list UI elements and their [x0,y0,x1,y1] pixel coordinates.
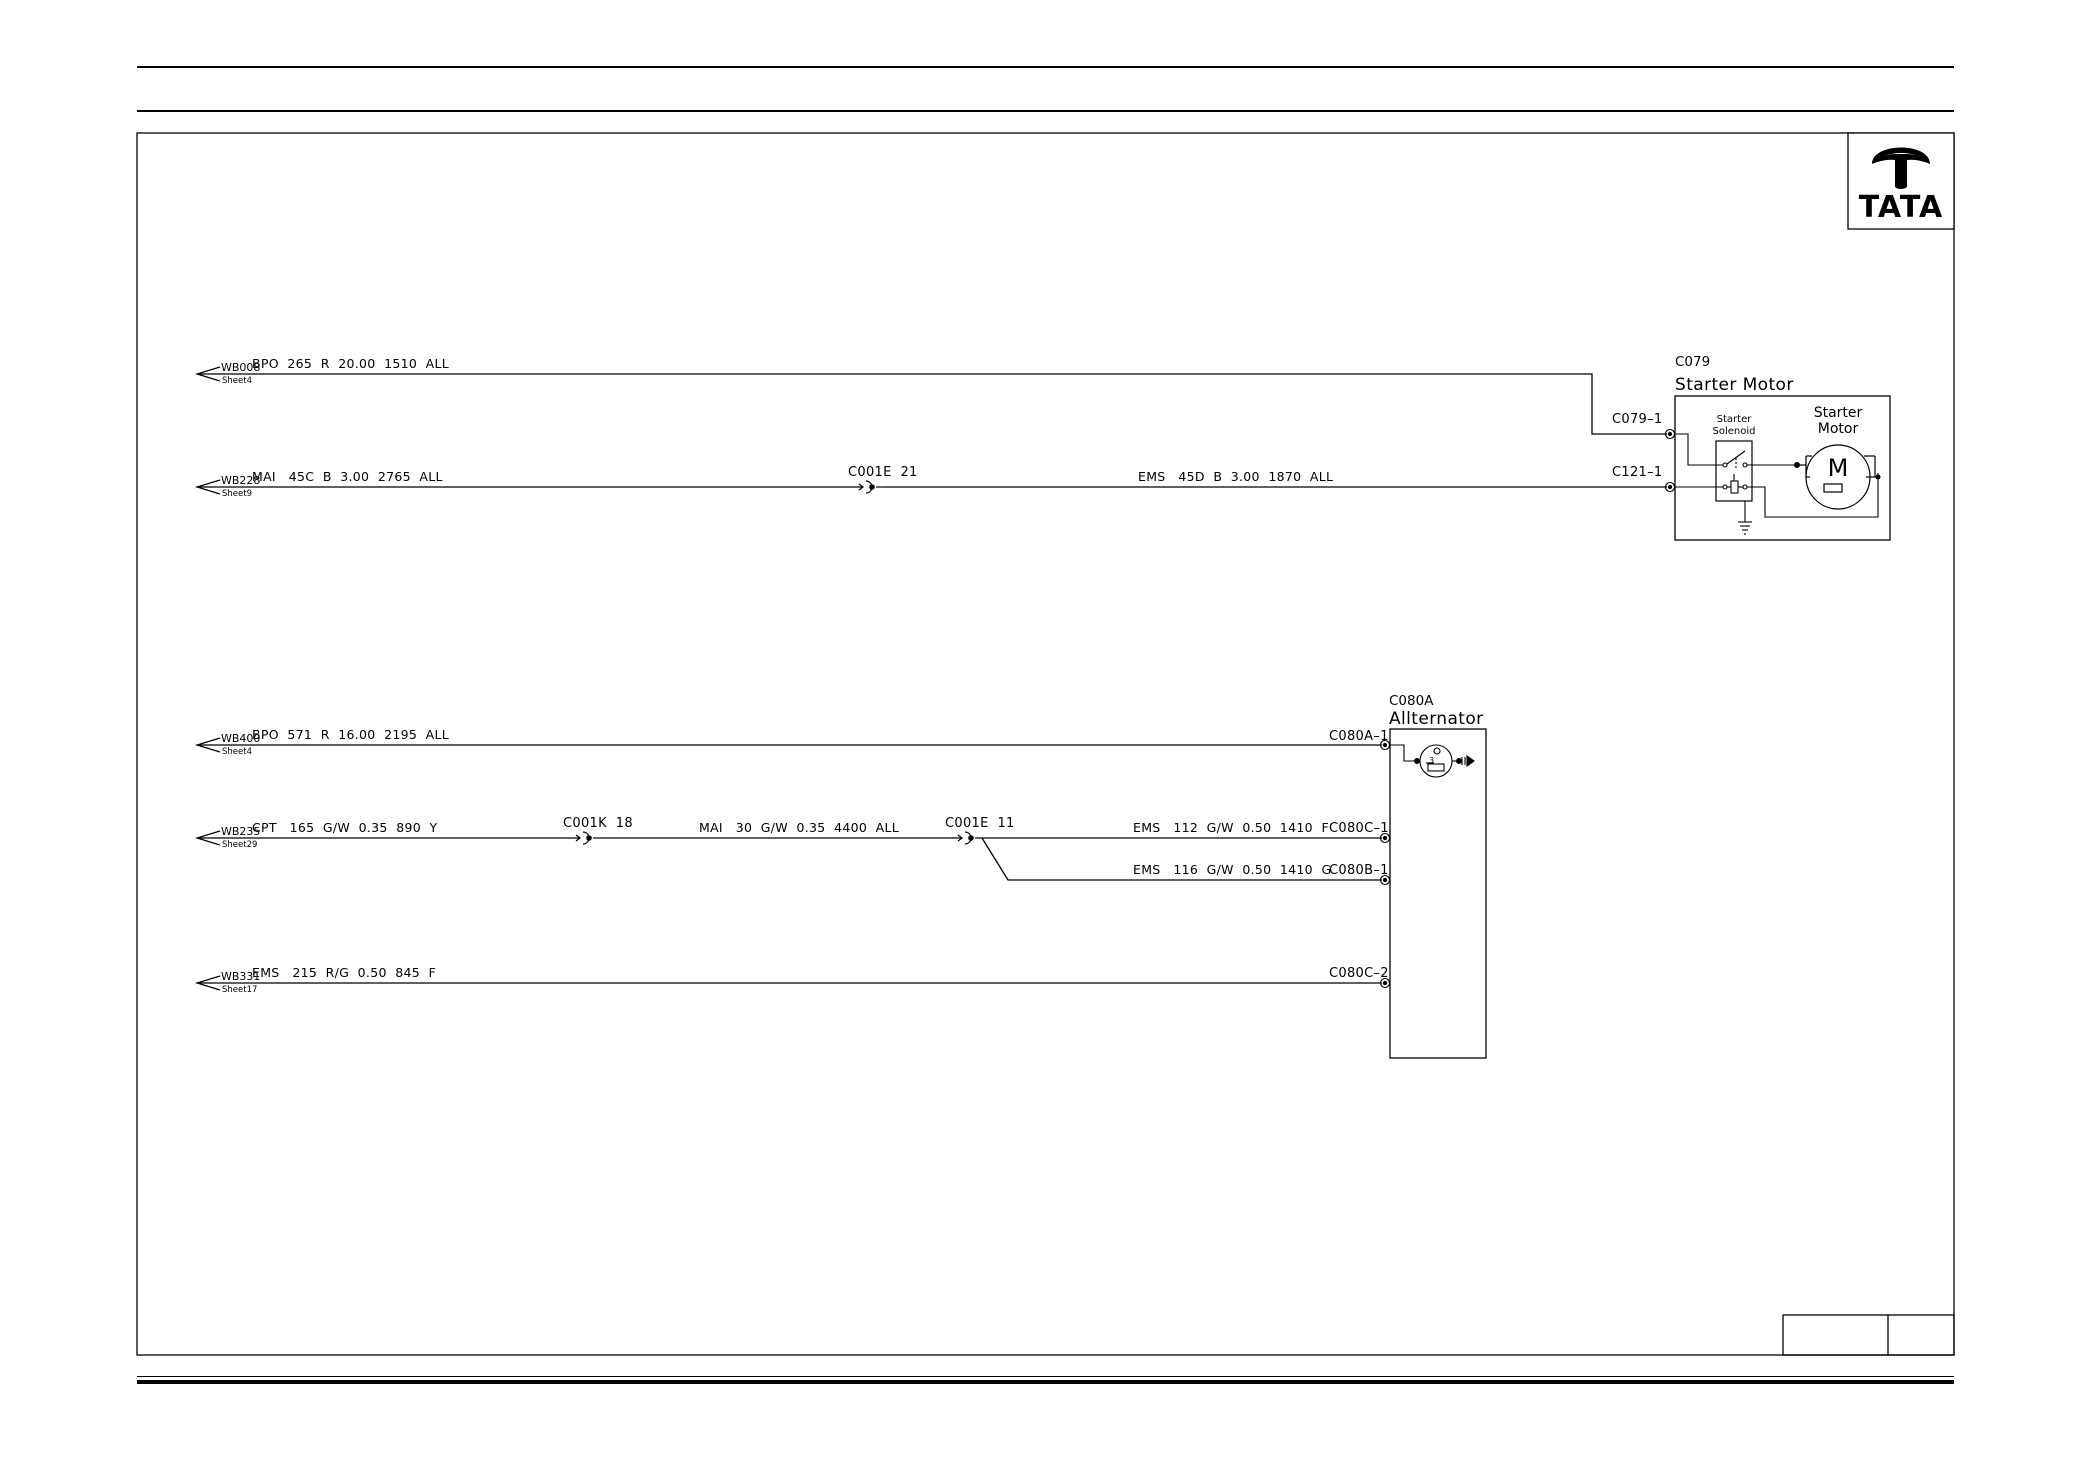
tata-logo: TATA [1847,132,1955,230]
title-block [1782,1314,1955,1356]
starter-motor-symbol [1798,444,1878,510]
alternator-component-name: Allternator [1389,709,1484,729]
wire-label-ems-112: EMS 112 G/W 0.50 1410 F [1133,820,1329,835]
alternator-phase-mark: 3 [1429,756,1434,765]
header-rule-top [137,66,1954,68]
wire-label-ems-116: EMS 116 G/W 0.50 1410 G [1133,862,1331,877]
solenoid-label-line2: Solenoid [1713,426,1756,437]
starter-component-id: C079 [1675,354,1710,370]
wire-label-cpt-165: CPT 165 G/W 0.35 890 Y [252,820,438,835]
footer-rule-thin [137,1376,1954,1377]
pin-c080b-1: C080B–1 [1329,863,1389,878]
alternator-box [1389,728,1487,1059]
pin-c080c-2: C080C–2 [1329,966,1389,981]
inline-connector-c001e-11: C001E 11 [945,816,1015,831]
starter-solenoid-box [1715,440,1753,502]
sheet-ref-wb331: WB331 [221,970,260,983]
alternator-component-id: C080A [1389,693,1434,709]
starter-motor-box [1674,395,1891,541]
pin-c079-1: C079–1 [1612,412,1662,427]
solenoid-label-line1: Starter [1717,414,1753,425]
wires [247,373,1667,984]
wire-label-mai-30: MAI 30 G/W 0.35 4400 ALL [699,820,899,835]
inline-connector-c001e-21: C001E 21 [848,465,918,480]
alternator-symbol [1390,744,1475,778]
motor-symbol-letter: M [1828,454,1849,482]
wire-bpo-265 [247,373,1667,435]
pin-c121-1: C121–1 [1612,465,1662,480]
sheet-ref-arrows [194,366,247,991]
wire-label-mai-45c: MAI 45C B 3.00 2765 ALL [252,469,443,484]
inline-connector-symbols [575,480,982,845]
sheet-ref-wb400: WB400 [221,732,260,745]
footer-rule-thick [137,1380,1954,1384]
brand-wordmark: TATA [1859,190,1943,225]
wire-ems-116 [981,837,1382,881]
sheet-ref-wb331-sheet: Sheet17 [222,985,257,995]
wire-label-bpo-571: BPO 571 R 16.00 2195 ALL [252,727,449,742]
sheet-ref-wb228-sheet: Sheet9 [222,489,252,499]
solenoid-internals [1675,433,1879,535]
header-rule-bottom [137,110,1954,112]
motor-terminal-dot [1875,474,1881,480]
sheet-ref-wb235-sheet: Sheet29 [222,840,257,850]
motor-label-line2: Motor [1818,421,1859,437]
wire-label-ems-45d: EMS 45D B 3.00 1870 ALL [1138,469,1333,484]
sheet-ref-wb228: WB228 [221,474,260,487]
starter-pin-symbols [1664,428,1676,493]
sheet-ref-wb235: WB235 [221,825,260,838]
sheet-ref-wb400-sheet: Sheet4 [222,747,252,757]
inline-connector-c001k-18: C001K 18 [563,816,633,831]
motor-label-line1: Starter [1814,405,1863,421]
starter-component-name: Starter Motor [1675,375,1794,395]
sheet-ref-wb008: WB008 [221,361,260,374]
alternator-pin-symbols [1379,739,1391,989]
drawing-frame [136,132,1955,1356]
pin-c080a-1: C080A–1 [1329,729,1389,744]
wire-label-ems-215: EMS 215 R/G 0.50 845 F [252,965,436,980]
sheet-ref-wb008-sheet: Sheet4 [222,376,252,386]
pin-c080c-1: C080C–1 [1329,821,1389,836]
wire-label-bpo-265: BPO 265 R 20.00 1510 ALL [252,356,449,371]
